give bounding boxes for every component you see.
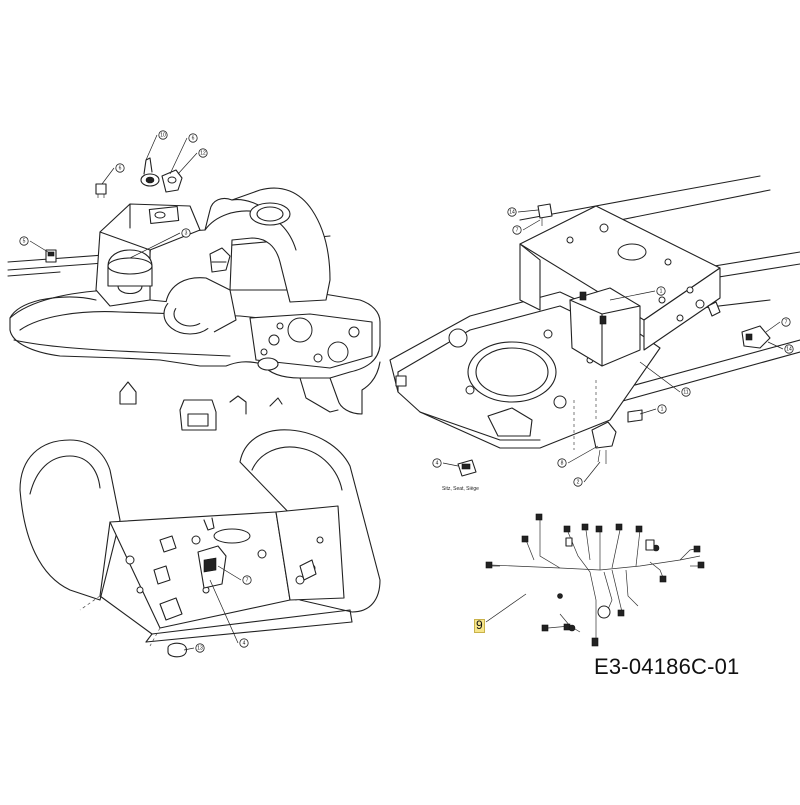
callout-1: 1 — [656, 286, 666, 296]
callout-8: 8 — [557, 458, 567, 468]
top-right-assembly — [389, 175, 800, 477]
callout-number: 3 — [185, 230, 188, 236]
callout-14: 14 — [784, 344, 794, 354]
callout-7: 7 — [781, 317, 791, 327]
leader-lines — [29, 134, 784, 651]
highlighted-callout-label: 9 — [476, 618, 483, 632]
relay-icon — [95, 183, 107, 198]
callout-11: 11 — [681, 387, 691, 397]
callout-5: 5 — [19, 236, 29, 246]
callout-7: 7 — [512, 225, 522, 235]
callout-number: 7 — [516, 227, 519, 233]
switch-plug-icon — [161, 169, 183, 193]
callout-number: 11 — [683, 389, 688, 395]
callout-4: 4 — [432, 458, 442, 468]
sensor-bracket-icon — [209, 247, 231, 273]
callout-1: 1 — [657, 404, 667, 414]
callout-14: 14 — [507, 207, 517, 217]
callout-number: 10 — [160, 132, 166, 138]
callout-number: 2 — [577, 479, 580, 485]
callout-6: 6 — [188, 133, 198, 143]
highlighted-callout-box — [474, 619, 485, 633]
bottom-left-assembly — [19, 429, 381, 658]
callout-3: 3 — [181, 228, 191, 238]
ignition-switch-icon — [140, 157, 160, 187]
callout-number: 7 — [246, 577, 249, 583]
top-left-assembly — [7, 157, 381, 431]
callout-number: 1 — [661, 406, 664, 412]
callout-number: 14 — [509, 209, 515, 215]
callout-12: 12 — [198, 148, 208, 158]
callout-number: 6 — [192, 135, 195, 141]
callout-number: 4 — [436, 460, 439, 466]
callout-number: 1 — [660, 288, 663, 294]
seat-caption: Sitz, Seat, Siège — [442, 486, 479, 492]
connector-icon — [45, 249, 57, 263]
callout-number: 13 — [197, 645, 203, 651]
callout-number: 14 — [786, 346, 792, 352]
callout-6: 6 — [115, 163, 125, 173]
callout-2: 2 — [573, 477, 583, 487]
callout-number: 5 — [23, 238, 26, 244]
callout-4: 4 — [239, 638, 249, 648]
callout-number: 6 — [119, 165, 122, 171]
callout-number: 12 — [200, 150, 206, 156]
diagram-code: E3-04186C-01 — [594, 654, 740, 679]
callout-number: 4 — [243, 640, 246, 646]
callout-13: 13 — [195, 643, 205, 653]
callout-10: 10 — [158, 130, 168, 140]
callout-7: 7 — [242, 575, 252, 585]
callout-number: 8 — [561, 460, 564, 466]
callout-number: 7 — [785, 319, 788, 325]
wiring-harness-icon — [485, 513, 705, 647]
seat-switch-icon — [457, 459, 477, 477]
